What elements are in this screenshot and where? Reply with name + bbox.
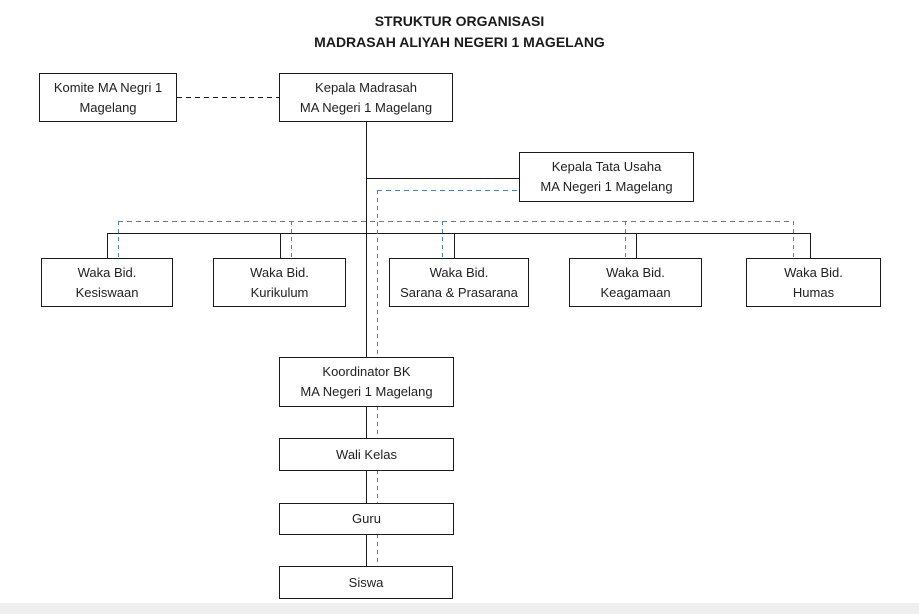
node-waka-kesiswaan-line1: Waka Bid. xyxy=(77,264,137,280)
bottom-strip xyxy=(0,603,919,614)
node-kepala-tata-usaha-line1: Kepala Tata Usaha xyxy=(551,159,662,174)
connector-drop-sarana xyxy=(454,233,455,258)
node-siswa: Siswa xyxy=(279,566,453,599)
node-waka-keagamaan: Waka Bid. Keagamaan xyxy=(569,258,702,307)
node-guru: Guru xyxy=(279,503,454,535)
connector-dashed-drop-keagamaan xyxy=(625,221,626,258)
node-waka-humas: Waka Bid. Humas xyxy=(746,258,881,307)
connector-dashed-drop-sarana xyxy=(442,221,443,258)
connector-waka-dashed-bus xyxy=(118,221,793,222)
node-waka-sarana-prasarana-line1: Waka Bid. xyxy=(429,264,489,280)
node-waka-sarana-prasarana-line2: Sarana & Prasarana xyxy=(400,284,518,300)
connector-dashed-drop-kesiswaan xyxy=(118,221,119,258)
node-kepala-tata-usaha-line2: MA Negeri 1 Magelang xyxy=(540,179,673,194)
node-koordinator-bk: Koordinator BK MA Negeri 1 Magelang xyxy=(279,357,454,407)
page-title-line1: STRUKTUR ORGANISASI xyxy=(374,13,545,29)
node-waka-kurikulum-line2: Kurikulum xyxy=(250,284,309,300)
connector-drop-keagamaan xyxy=(636,233,637,258)
node-kepala-madrasah: Kepala Madrasah MA Negeri 1 Magelang xyxy=(279,73,453,122)
connector-drop-kesiswaan xyxy=(107,233,108,258)
node-komite-line1: Komite MA Negri 1 xyxy=(53,79,163,95)
node-kepala-tata-usaha: Kepala Tata Usaha MA Negeri 1 Magelang xyxy=(519,152,694,202)
connector-waka-bus xyxy=(107,233,811,234)
page-title-line2: MADRASAH ALIYAH NEGERI 1 MAGELANG xyxy=(314,34,605,50)
node-guru-line1: Guru xyxy=(352,511,381,526)
connector-tata-usaha-dashed xyxy=(377,190,519,191)
connector-komite-dashed xyxy=(177,97,279,98)
node-komite: Komite MA Negri 1 Magelang xyxy=(39,73,177,122)
node-kepala-madrasah-line2: MA Negeri 1 Magelang xyxy=(299,99,433,115)
node-siswa-line1: Siswa xyxy=(348,574,384,590)
node-waka-kesiswaan-line2: Kesiswaan xyxy=(75,284,139,300)
connector-main-trunk xyxy=(366,122,367,566)
connector-dashed-drop-kurikulum xyxy=(291,221,292,258)
node-waka-keagamaan-line2: Keagamaan xyxy=(600,284,671,300)
node-waka-keagamaan-line1: Waka Bid. xyxy=(606,264,665,280)
node-waka-humas-line2: Humas xyxy=(792,284,835,300)
connector-tata-usaha xyxy=(366,178,519,179)
node-kepala-madrasah-line1: Kepala Madrasah xyxy=(315,79,417,95)
node-koordinator-bk-line1: Koordinator BK xyxy=(322,364,411,379)
connector-drop-humas xyxy=(810,233,811,258)
node-wali-kelas: Wali Kelas xyxy=(279,438,454,471)
node-waka-sarana-prasarana: Waka Bid. Sarana & Prasarana xyxy=(389,258,529,307)
node-waka-humas-line1: Waka Bid. xyxy=(784,264,843,280)
node-wali-kelas-line1: Wali Kelas xyxy=(336,446,397,462)
page-title: STRUKTUR ORGANISASI MADRASAH ALIYAH NEGE… xyxy=(0,11,919,53)
node-komite-line2: Magelang xyxy=(79,99,137,115)
node-waka-kurikulum: Waka Bid. Kurikulum xyxy=(213,258,346,307)
node-waka-kurikulum-line1: Waka Bid. xyxy=(250,264,309,280)
connector-dashed-drop-humas xyxy=(793,221,794,258)
node-waka-kesiswaan: Waka Bid. Kesiswaan xyxy=(41,258,173,307)
connector-drop-kurikulum xyxy=(280,233,281,258)
node-koordinator-bk-line2: MA Negeri 1 Magelang xyxy=(300,384,433,399)
